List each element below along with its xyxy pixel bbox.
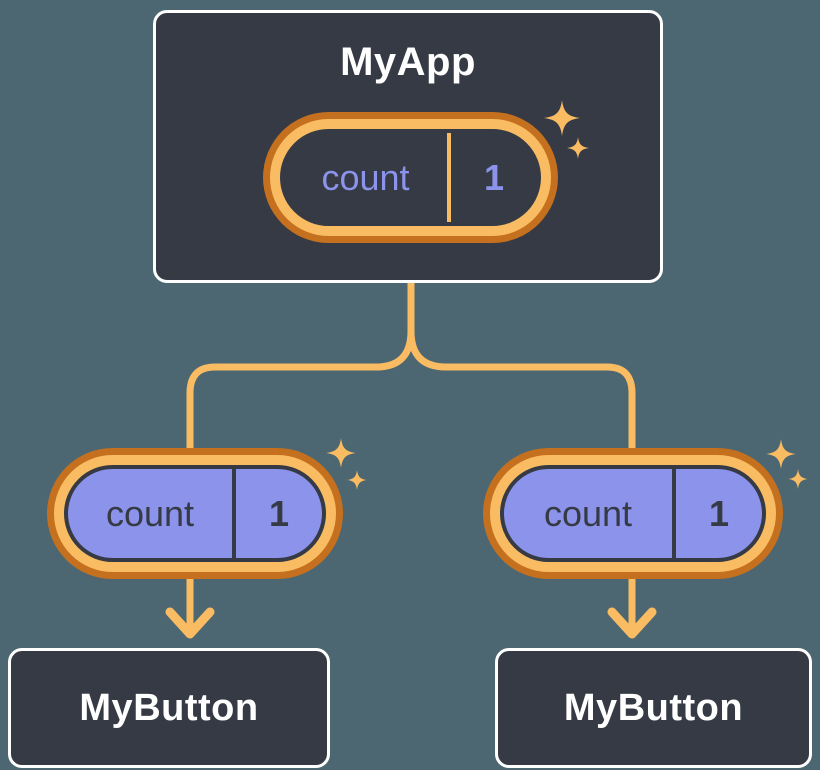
prop-value-label: 1 (268, 492, 290, 534)
state-pill-ring: count 1 (270, 119, 551, 236)
state-pill-myapp: count 1 (263, 112, 558, 243)
node-mybutton-right: MyButton (495, 648, 812, 768)
prop-pill-right: count 1 (483, 448, 783, 579)
branch-left-wire (186, 279, 415, 454)
prop-pill-ring: count 1 (54, 455, 336, 572)
state-pill-body: count 1 (280, 129, 541, 226)
node-mybutton-right-label: MyButton (563, 686, 744, 729)
prop-value-label: 1 (708, 492, 730, 534)
node-myapp-label: MyApp (340, 40, 476, 84)
pill-divider (672, 469, 676, 558)
prop-name-label: count (543, 492, 633, 534)
arrow-right-head-icon (607, 607, 657, 639)
state-value-label: 1 (483, 156, 505, 198)
state-name-label: count (321, 156, 410, 198)
branch-right-wire (407, 279, 636, 454)
prop-pill-ring: count 1 (490, 455, 776, 572)
node-mybutton-left: MyButton (8, 648, 330, 768)
node-mybutton-left-label: MyButton (79, 686, 259, 729)
pill-divider (232, 469, 236, 558)
arrow-left-head-icon (165, 607, 215, 639)
prop-name-label: count (105, 492, 195, 534)
prop-pill-body: count 1 (500, 465, 766, 562)
prop-pill-body: count 1 (64, 465, 326, 562)
pill-divider (447, 133, 451, 222)
prop-pill-left: count 1 (47, 448, 343, 579)
